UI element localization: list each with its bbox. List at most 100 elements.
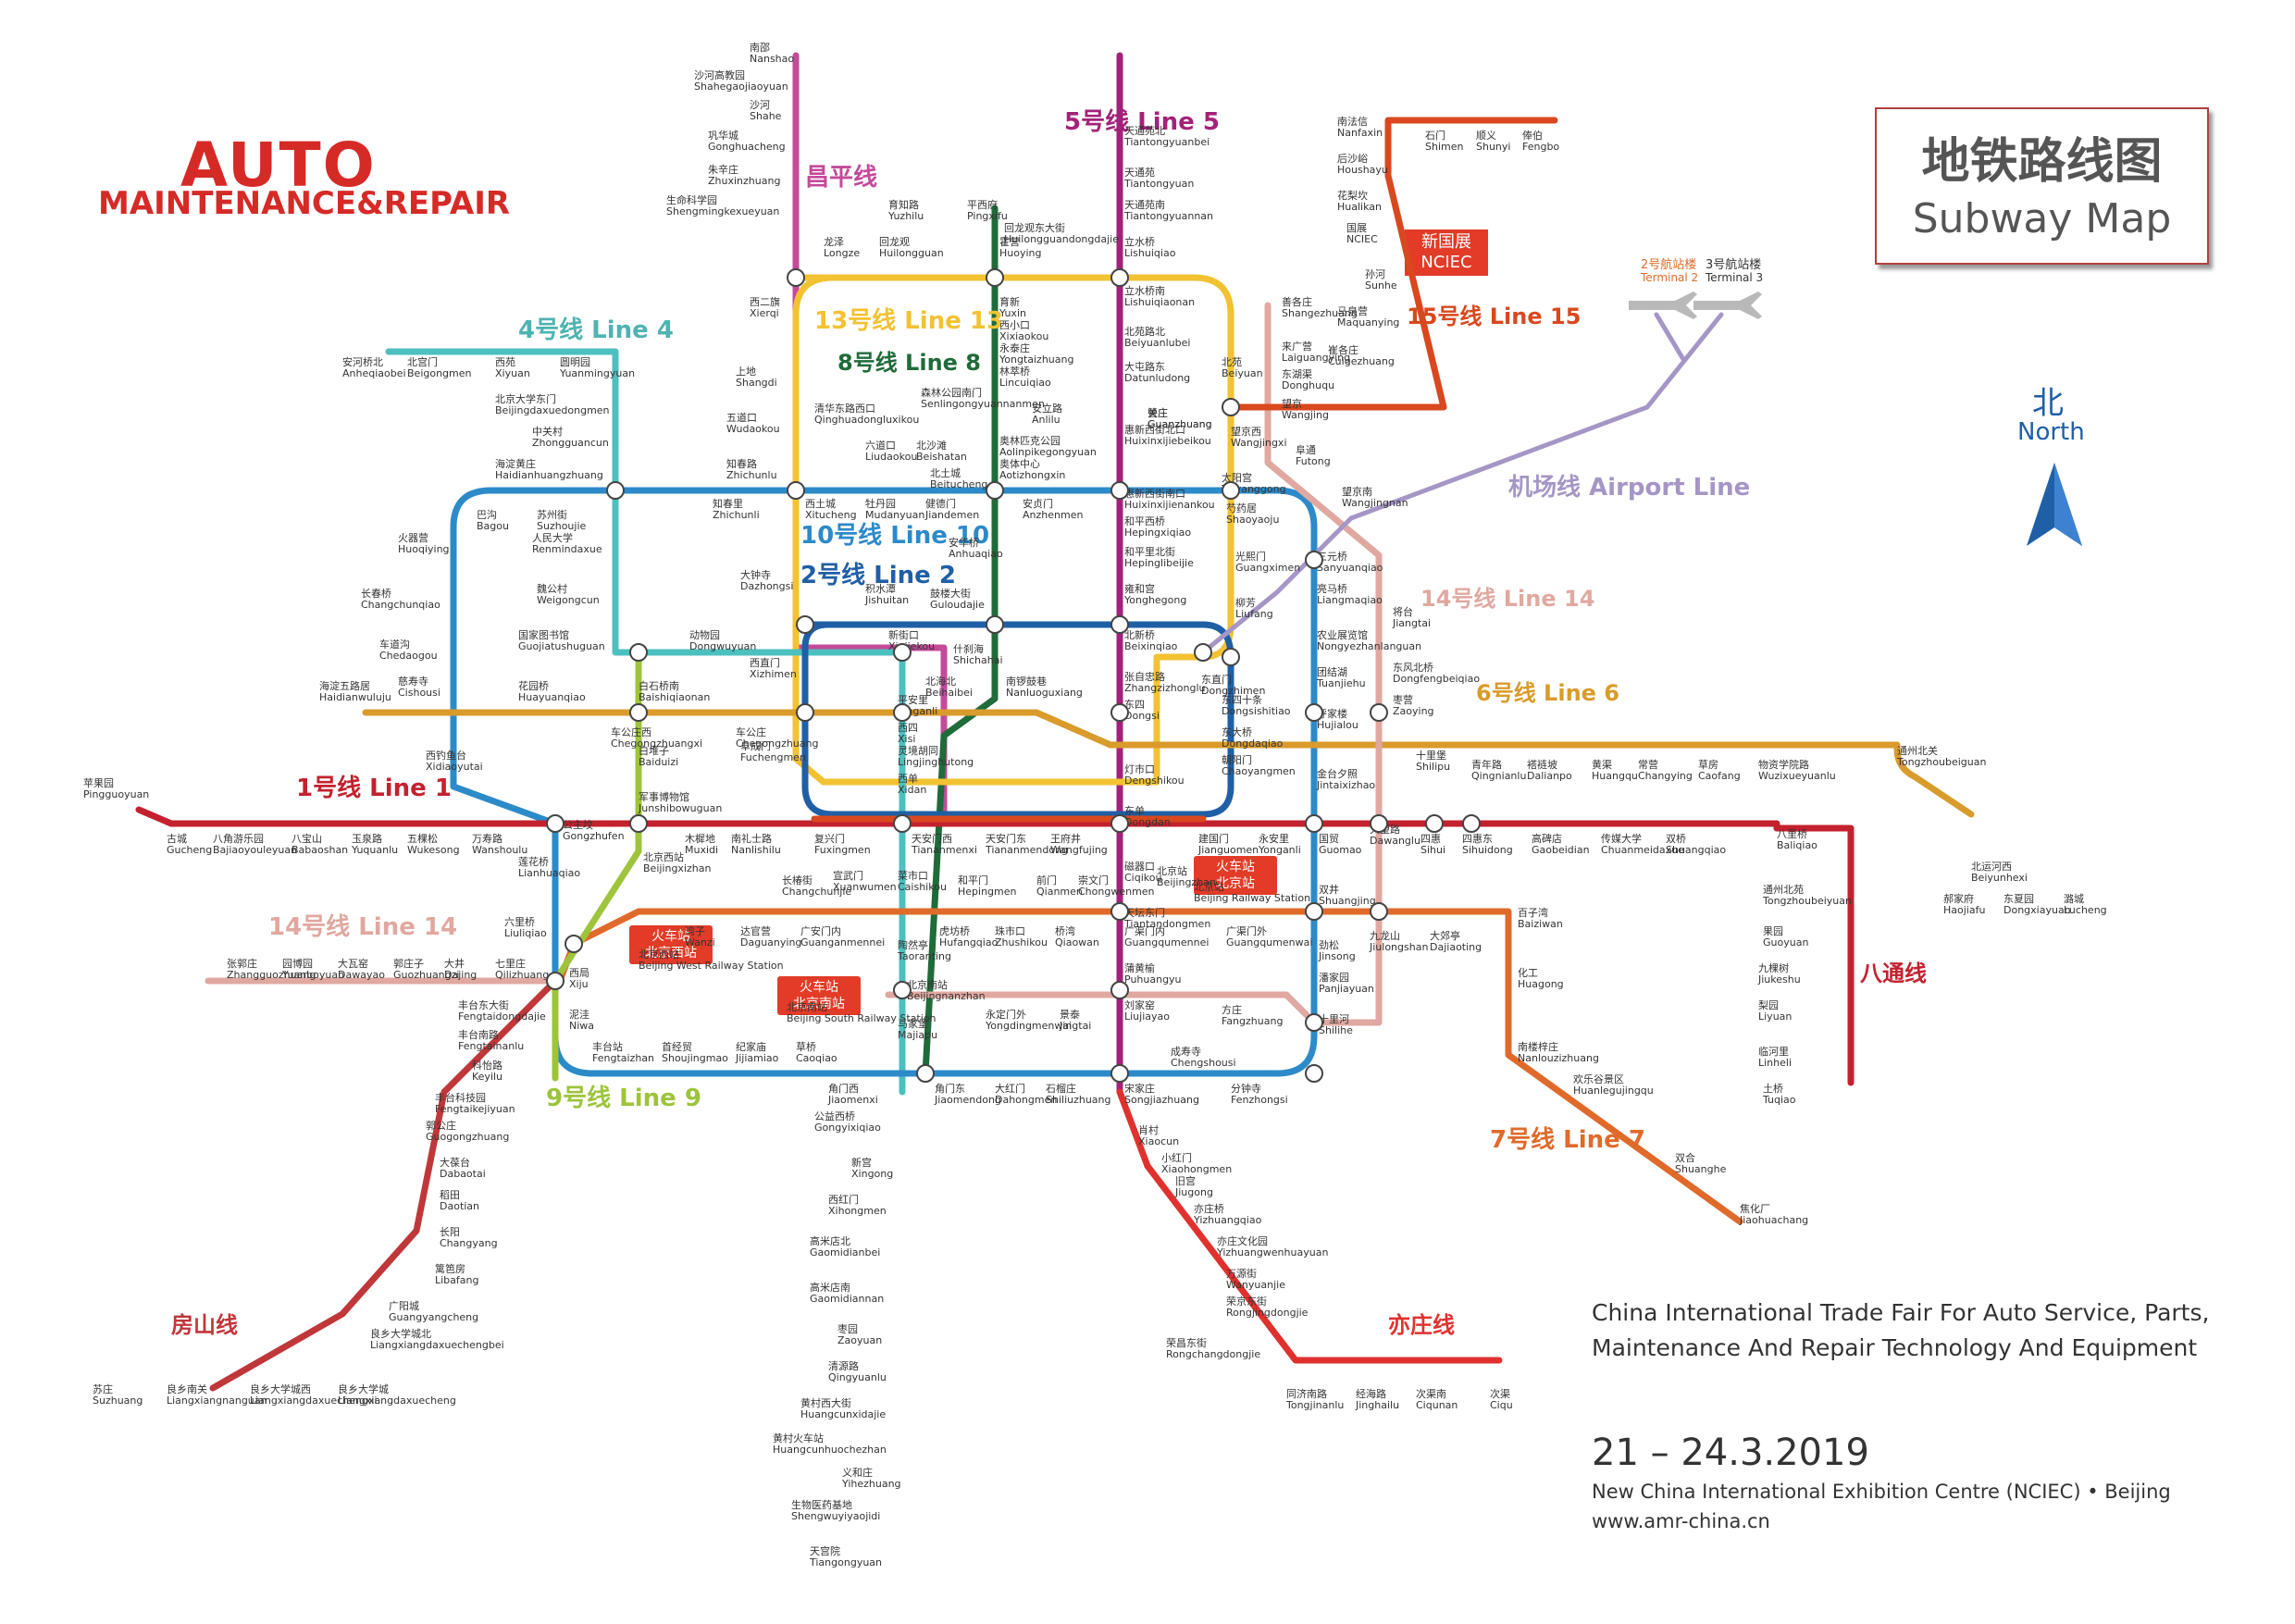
interchange-marker[interactable] xyxy=(986,268,1004,287)
interchange-marker[interactable] xyxy=(986,615,1004,634)
interchange-marker[interactable] xyxy=(986,481,1004,500)
interchange-marker[interactable] xyxy=(1305,551,1323,569)
interchange-marker[interactable] xyxy=(893,643,912,662)
interchange-marker[interactable] xyxy=(916,1064,935,1083)
interchange-marker[interactable] xyxy=(1110,615,1129,634)
interchange-marker[interactable] xyxy=(1110,268,1129,287)
interchange-marker[interactable] xyxy=(564,935,583,953)
interchange-marker[interactable] xyxy=(1110,902,1129,921)
interchange-marker[interactable] xyxy=(606,481,625,500)
interchange-marker[interactable] xyxy=(1305,703,1323,722)
interchange-marker[interactable] xyxy=(1110,1064,1129,1083)
interchange-marker[interactable] xyxy=(787,481,805,500)
interchange-marker[interactable] xyxy=(1194,643,1212,662)
interchange-marker[interactable] xyxy=(1370,814,1388,833)
